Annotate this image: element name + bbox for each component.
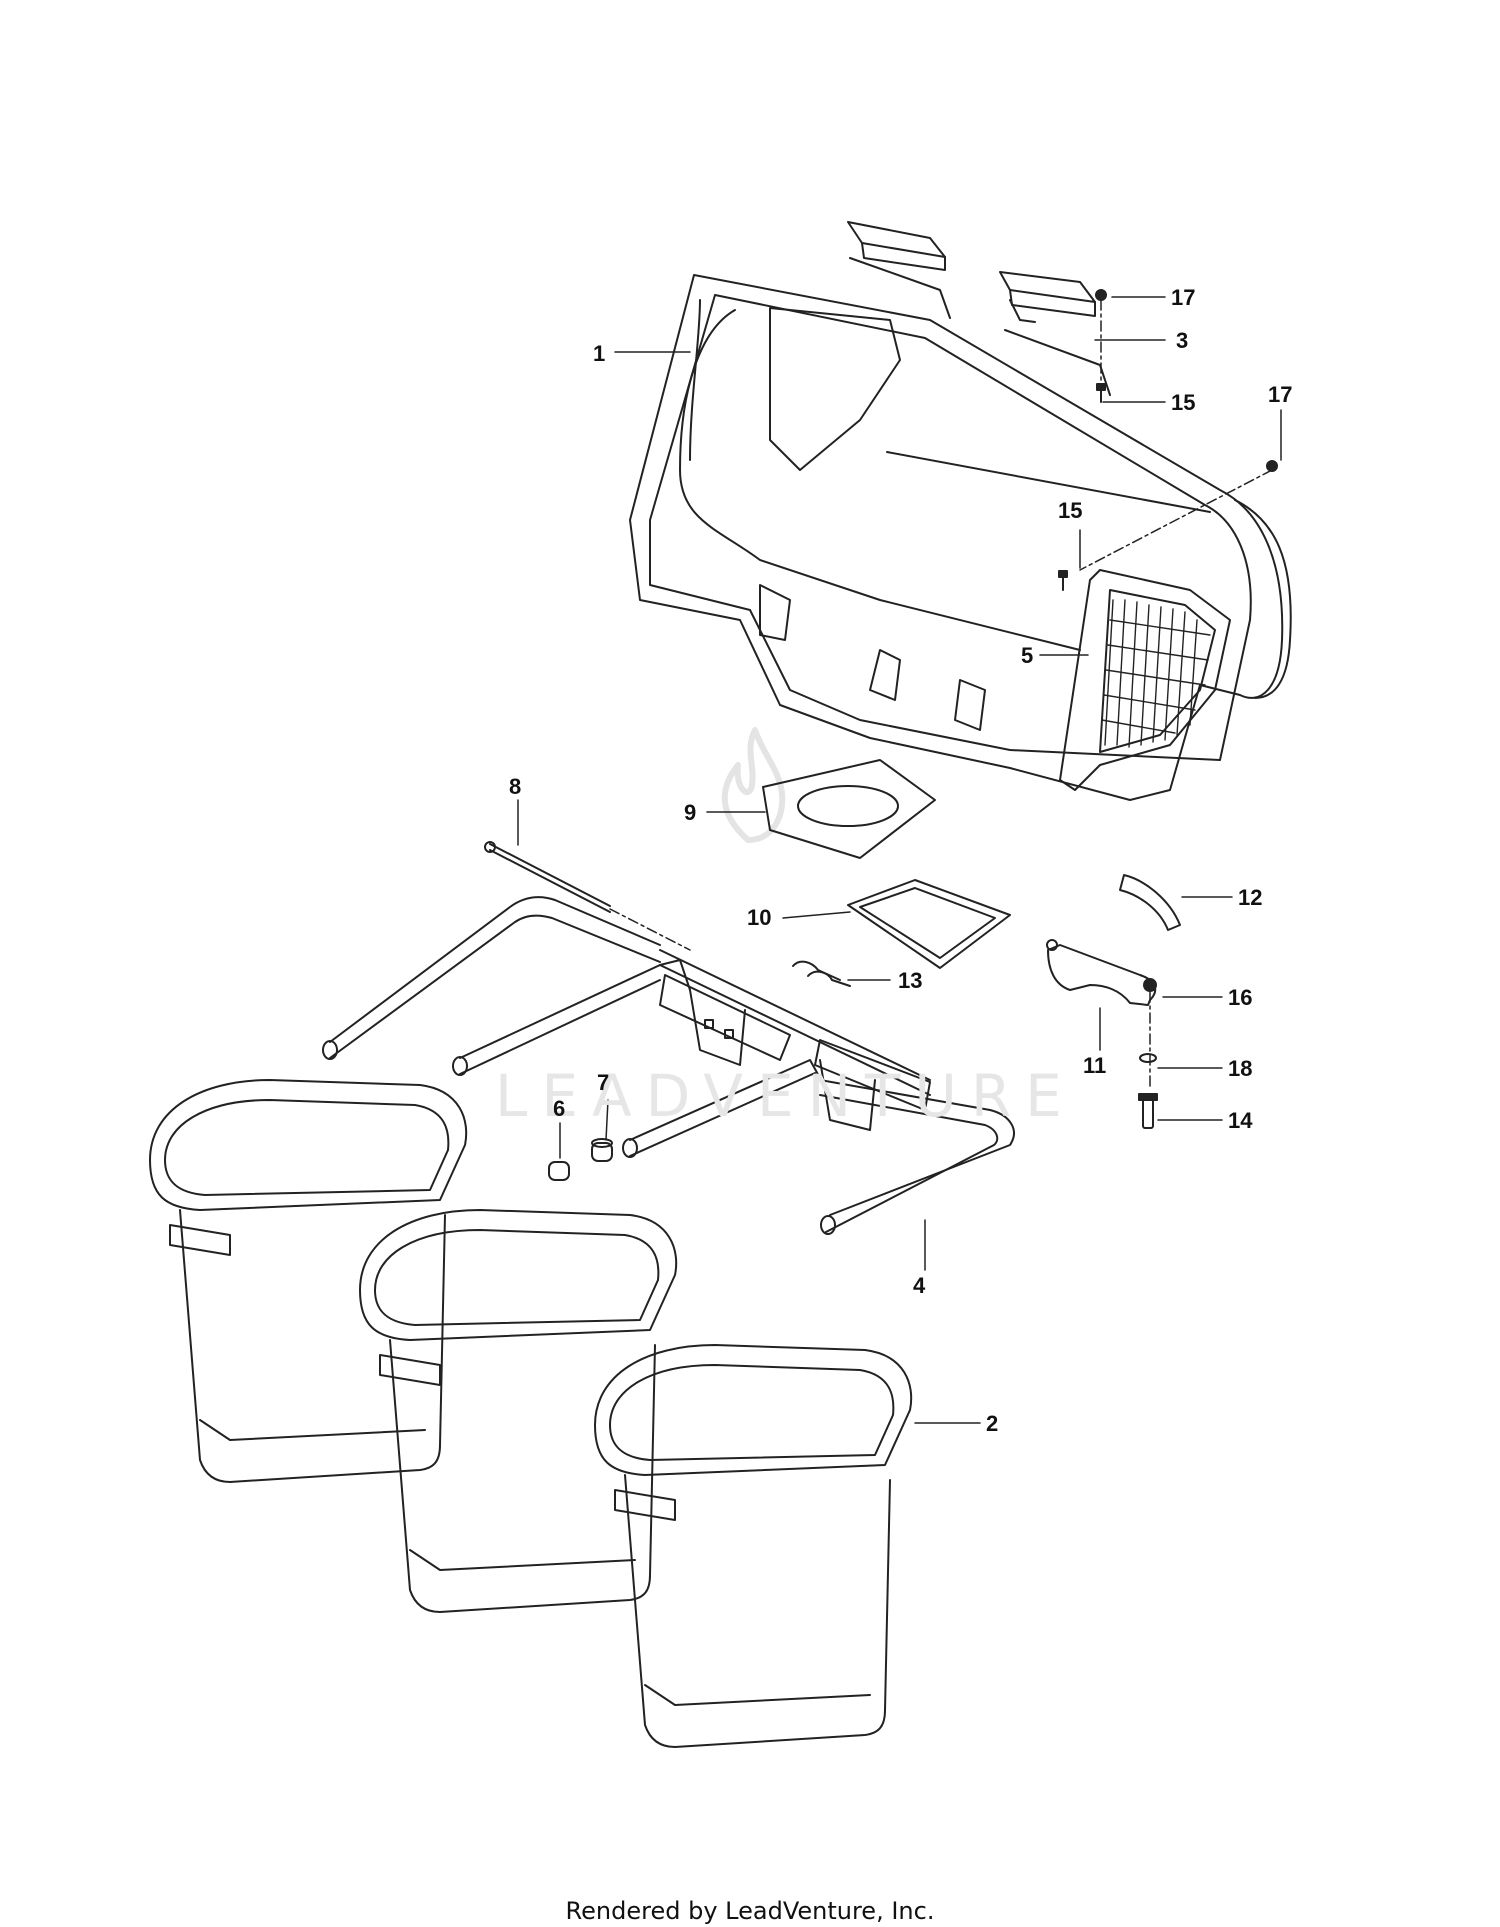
watermark-flame-icon: [721, 727, 786, 843]
part-1-catcher-frame: [629, 257, 1292, 801]
part-8-rod: [484, 841, 691, 951]
part-18-washer: [1139, 1053, 1157, 1063]
callout-17-right: 17: [1268, 382, 1293, 407]
callout-15-upper: 15: [1171, 390, 1196, 415]
part-13-clips: [792, 960, 851, 987]
part-5-screen: [1059, 569, 1231, 791]
callout-14: 14: [1228, 1108, 1253, 1133]
part-2-bin-left: [149, 1079, 468, 1483]
footer-credit: Rendered by LeadVenture, Inc.: [565, 1897, 935, 1925]
callout-16: 16: [1228, 985, 1253, 1010]
part-3-bracket-upper: [847, 221, 946, 271]
callout-15-lower: 15: [1058, 498, 1083, 523]
callout-4: 4: [913, 1273, 926, 1298]
callout-5: 5: [1021, 643, 1034, 668]
part-15-bolt: [1058, 383, 1106, 591]
callout-6: 6: [553, 1096, 566, 1121]
part-11-lever: [1046, 939, 1157, 1006]
callout-11: 11: [1083, 1053, 1107, 1078]
part-9-plate: [762, 759, 936, 859]
callout-13: 13: [898, 968, 923, 993]
callout-12: 12: [1238, 885, 1263, 910]
part-6-bushing: [548, 1161, 570, 1181]
leader-lines: [517, 296, 1282, 1424]
watermark-text: LEADVENTURE: [495, 1062, 1076, 1130]
callout-7: 7: [597, 1070, 610, 1095]
callout-18: 18: [1228, 1056, 1253, 1081]
part-3-bracket: [999, 271, 1096, 323]
part-2-bin-middle: [359, 1209, 678, 1613]
part-16-nut: [1143, 978, 1157, 992]
callout-8: 8: [509, 774, 522, 799]
part-10-frame: [847, 879, 1011, 969]
callout-10: 10: [747, 905, 772, 930]
part-12-strip: [1119, 874, 1181, 931]
part-14-bolt: [1138, 1093, 1158, 1129]
part-7-bushing: [591, 1138, 613, 1162]
callout-2: 2: [986, 1411, 999, 1436]
part-4-frame: [322, 896, 1015, 1235]
callout-9: 9: [684, 800, 697, 825]
callout-3: 3: [1176, 328, 1189, 353]
callout-17-upper: 17: [1171, 285, 1196, 310]
callout-1: 1: [593, 341, 606, 366]
part-2-bin-right: [594, 1344, 913, 1748]
part-17-nut: [1095, 289, 1278, 472]
hardware-centerline: [1079, 299, 1273, 571]
